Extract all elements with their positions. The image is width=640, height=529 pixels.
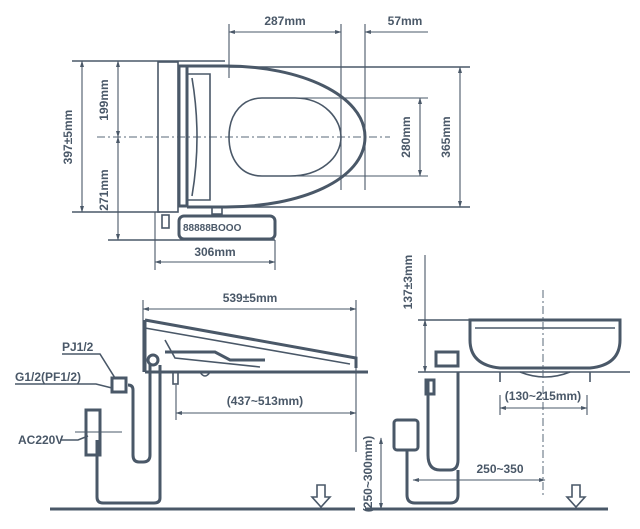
top-view: 287mm 57mm 397±5mm 199mm 271mm 280mm 365… (61, 14, 470, 270)
label-pj: PJ1/2 (62, 340, 94, 354)
dim-label-137: 137±3mm (401, 255, 415, 310)
supply-hose-front (426, 372, 460, 472)
label-g: G1/2(PF1/2) (15, 370, 81, 384)
drain-pipe (95, 365, 162, 505)
dim-label-130-215: (130~215mm) (505, 389, 581, 403)
dim-label-280: 280mm (399, 116, 413, 157)
panel-display: 88888BOOO (183, 223, 242, 234)
dim-label-271: 271mm (97, 169, 111, 210)
control-panel (177, 214, 277, 241)
seat-ring (187, 64, 367, 209)
dim-label-365: 365mm (439, 116, 453, 157)
dim-label-57: 57mm (388, 14, 423, 28)
dim-label-287: 287mm (264, 14, 305, 28)
seat-front (468, 318, 622, 370)
side-view: 539±5mm (437~513mm) PJ1/2 G1/2(PF1/2) AC… (15, 291, 368, 511)
dim-label-199: 199mm (97, 79, 111, 120)
front-view: 137±3mm (130~215mm) 250~350 (250~300mm) (361, 255, 630, 512)
label-power: AC220V (18, 433, 63, 447)
dim-label-437-513: (437~513mm) (227, 394, 303, 408)
dim-label-250-350: 250~350 (476, 462, 523, 476)
dim-label-306: 306mm (194, 245, 235, 259)
dim-label-539: 539±5mm (223, 291, 278, 305)
power-outlet-front (392, 418, 420, 452)
supply-hose (127, 365, 152, 464)
dim-label-250-300: (250~300mm) (361, 436, 375, 512)
drain-arrow-icon (310, 484, 332, 509)
valve (110, 376, 128, 394)
drain-arrow-icon (565, 484, 587, 509)
dim-label-397: 397±5mm (61, 110, 75, 165)
control-unit (434, 350, 460, 368)
